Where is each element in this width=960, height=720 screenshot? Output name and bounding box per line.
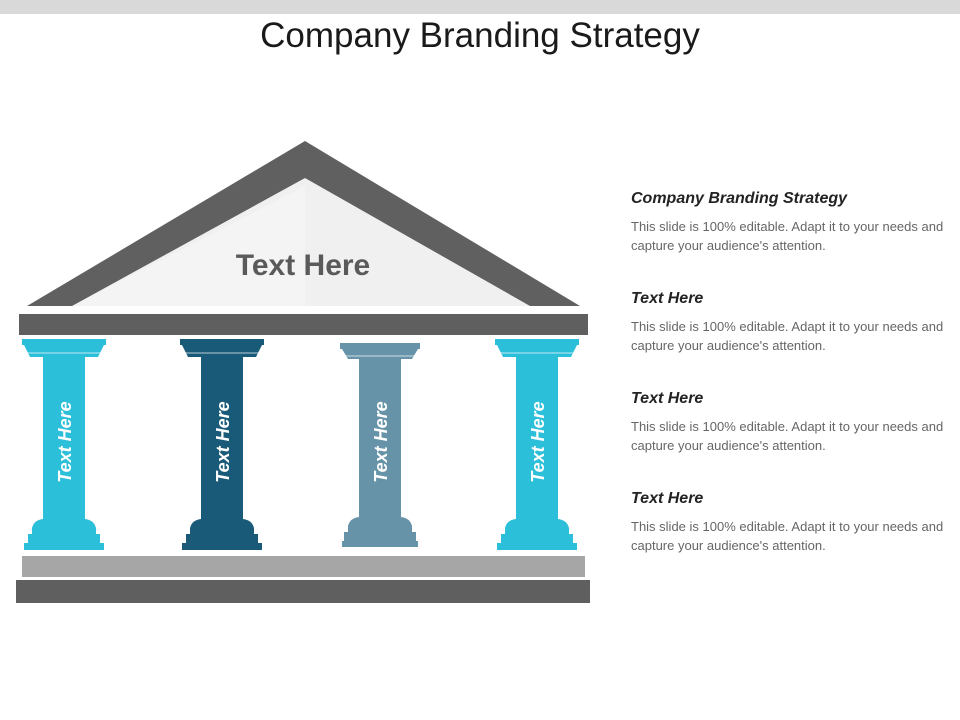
roof-beam	[19, 314, 588, 335]
info-body: This slide is 100% editable. Adapt it to…	[631, 319, 944, 353]
top-strip	[0, 0, 960, 14]
base-step-lower	[16, 580, 590, 603]
info-body: This slide is 100% editable. Adapt it to…	[631, 419, 944, 453]
pillar-4-label: Text Here	[528, 401, 548, 482]
pillar-3-label: Text Here	[371, 401, 391, 482]
info-heading: Text Here	[631, 390, 704, 407]
info-body: This slide is 100% editable. Adapt it to…	[631, 519, 944, 553]
info-block-1: Company Branding Strategy This slide is …	[631, 189, 951, 255]
info-block-3: Text Here This slide is 100% editable. A…	[631, 389, 951, 455]
pediment	[72, 178, 530, 306]
info-block-4: Text Here This slide is 100% editable. A…	[631, 489, 951, 555]
info-heading: Company Branding Strategy	[631, 190, 848, 207]
roof-label: Text Here	[236, 249, 371, 282]
pediment-shade	[72, 186, 305, 306]
pillar-2-label: Text Here	[213, 401, 233, 482]
info-heading: Text Here	[631, 490, 704, 507]
info-body: This slide is 100% editable. Adapt it to…	[631, 219, 944, 253]
info-heading: Text Here	[631, 290, 704, 307]
pillar-3: Text Here	[340, 343, 420, 547]
pillar-2: Text Here	[180, 339, 264, 550]
pillar-4: Text Here	[495, 339, 579, 550]
pillar-1-label: Text Here	[55, 401, 75, 482]
base-step-upper	[22, 556, 585, 577]
slide-title: Company Branding Strategy	[260, 16, 700, 55]
pillar-1: Text Here	[22, 339, 106, 550]
info-block-2: Text Here This slide is 100% editable. A…	[631, 289, 951, 355]
